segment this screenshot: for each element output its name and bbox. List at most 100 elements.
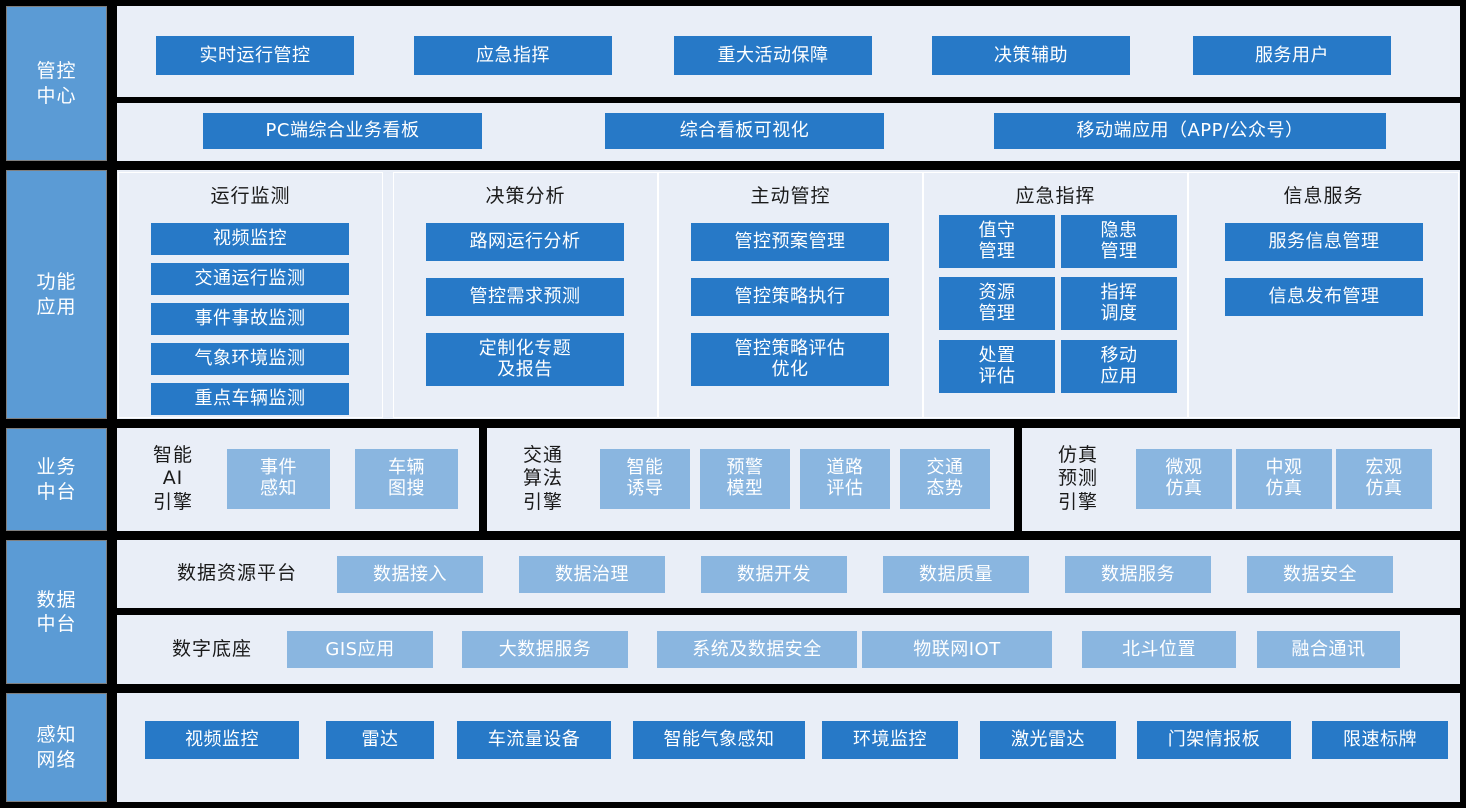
chip-control-center-r2-2[interactable]: 移动端应用（APP/公众号） xyxy=(994,113,1386,149)
chip-emg-cmd-3[interactable]: 指挥 调度 xyxy=(1061,277,1177,330)
chip-data-resource-2[interactable]: 数据开发 xyxy=(701,556,847,593)
chip-simulation-0[interactable]: 微观 仿真 xyxy=(1136,449,1232,509)
chip-dec-ana-1[interactable]: 管控需求预测 xyxy=(426,278,624,316)
chip-emg-cmd-2[interactable]: 资源 管理 xyxy=(939,277,1055,330)
chip-label: 气象环境监测 xyxy=(194,348,306,370)
chip-label: 中观 仿真 xyxy=(1265,457,1303,499)
chip-perception-1[interactable]: 雷达 xyxy=(326,721,434,759)
rail-label: 管控 中心 xyxy=(36,60,77,107)
chip-digital-base-5[interactable]: 融合通讯 xyxy=(1257,631,1400,668)
digital-base-panel: 数字底座 GIS应用 大数据服务 系统及数据安全 物联网IOT 北斗位置 融合通… xyxy=(117,615,1460,684)
rail-label: 功能 应用 xyxy=(36,271,77,318)
chip-label: 管控预案管理 xyxy=(734,231,846,253)
chip-label: 决策辅助 xyxy=(994,44,1068,66)
chip-data-resource-5[interactable]: 数据安全 xyxy=(1247,556,1393,593)
chip-label: GIS应用 xyxy=(325,638,395,660)
chip-control-center-r1-4[interactable]: 服务用户 xyxy=(1193,36,1391,75)
chip-digital-base-4[interactable]: 北斗位置 xyxy=(1082,631,1236,668)
chip-label: 管控需求预测 xyxy=(469,286,581,308)
chip-op-mon-0[interactable]: 视频监控 xyxy=(151,223,349,255)
chip-act-ctl-1[interactable]: 管控策略执行 xyxy=(691,278,889,316)
chip-control-center-r1-0[interactable]: 实时运行管控 xyxy=(156,36,354,75)
chip-simulation-2[interactable]: 宏观 仿真 xyxy=(1336,449,1432,509)
chip-data-resource-3[interactable]: 数据质量 xyxy=(883,556,1029,593)
chip-traffic-alg-1[interactable]: 预警 模型 xyxy=(700,449,790,509)
rail-label: 业务 中台 xyxy=(36,456,77,503)
chip-op-mon-2[interactable]: 事件事故监测 xyxy=(151,303,349,335)
chip-digital-base-2[interactable]: 系统及数据安全 xyxy=(657,631,857,668)
chip-emg-cmd-5[interactable]: 移动 应用 xyxy=(1061,340,1177,393)
chip-info-svc-0[interactable]: 服务信息管理 xyxy=(1225,223,1423,261)
chip-label: PC端综合业务看板 xyxy=(265,120,420,142)
chip-control-center-r1-2[interactable]: 重大活动保障 xyxy=(674,36,872,75)
chip-data-resource-4[interactable]: 数据服务 xyxy=(1065,556,1211,593)
chip-digital-base-3[interactable]: 物联网IOT xyxy=(862,631,1052,668)
chip-perception-0[interactable]: 视频监控 xyxy=(145,721,299,759)
chip-label: 视频监控 xyxy=(213,228,287,250)
chip-control-center-r2-0[interactable]: PC端综合业务看板 xyxy=(203,113,482,149)
column-title: 决策分析 xyxy=(485,185,566,207)
data-resource-platform-label: 数据资源平台 xyxy=(176,562,297,585)
chip-label: 管控策略执行 xyxy=(734,286,846,308)
rail-control-center[interactable]: 管控 中心 xyxy=(6,6,107,161)
chip-control-center-r1-3[interactable]: 决策辅助 xyxy=(932,36,1130,75)
chip-op-mon-3[interactable]: 气象环境监测 xyxy=(151,343,349,375)
chip-op-mon-1[interactable]: 交通运行监测 xyxy=(151,263,349,295)
chip-label: 移动端应用（APP/公众号） xyxy=(1076,120,1304,142)
chip-op-mon-4[interactable]: 重点车辆监测 xyxy=(151,383,349,415)
functional-column-information-service: 信息服务 服务信息管理 信息发布管理 xyxy=(1188,172,1459,418)
perception-network-panel: 视频监控 雷达 车流量设备 智能气象感知 环境监控 激光雷达 门架情报板 限速标… xyxy=(117,693,1460,802)
chip-digital-base-0[interactable]: GIS应用 xyxy=(287,631,433,668)
chip-label: 数据质量 xyxy=(919,563,993,585)
rail-functional-apps[interactable]: 功能 应用 xyxy=(6,170,107,419)
chip-digital-base-1[interactable]: 大数据服务 xyxy=(462,631,628,668)
chip-data-resource-0[interactable]: 数据接入 xyxy=(337,556,483,593)
chip-label: 路网运行分析 xyxy=(469,231,581,253)
rail-business-platform[interactable]: 业务 中台 xyxy=(6,428,107,531)
chip-emg-cmd-4[interactable]: 处置 评估 xyxy=(939,340,1055,393)
chip-label: 值守 管理 xyxy=(978,219,1016,262)
chip-label: 数据治理 xyxy=(555,563,629,585)
rail-data-platform[interactable]: 数据 中台 xyxy=(6,540,107,684)
chip-traffic-alg-2[interactable]: 道路 评估 xyxy=(800,449,890,509)
chip-ai-engine-1[interactable]: 车辆 图搜 xyxy=(355,449,458,509)
chip-label: 资源 管理 xyxy=(978,281,1016,324)
chip-perception-4[interactable]: 环境监控 xyxy=(822,721,958,759)
chip-perception-2[interactable]: 车流量设备 xyxy=(457,721,611,759)
chip-data-resource-1[interactable]: 数据治理 xyxy=(519,556,665,593)
chip-act-ctl-2[interactable]: 管控策略评估 优化 xyxy=(691,333,889,386)
chip-info-svc-1[interactable]: 信息发布管理 xyxy=(1225,278,1423,316)
chip-label: 综合看板可视化 xyxy=(679,120,810,142)
business-group-simulation-panel: 仿真 预测 引擎 微观 仿真 中观 仿真 宏观 仿真 xyxy=(1022,428,1460,531)
chip-label: 事件 感知 xyxy=(260,457,297,499)
simulation-engine-label: 仿真 预测 引擎 xyxy=(1057,444,1098,513)
chip-traffic-alg-0[interactable]: 智能 诱导 xyxy=(600,449,690,509)
chip-traffic-alg-3[interactable]: 交通 态势 xyxy=(900,449,990,509)
chip-label: 门架情报板 xyxy=(1167,729,1261,751)
chip-label: 事件事故监测 xyxy=(194,308,306,330)
chip-perception-6[interactable]: 门架情报板 xyxy=(1137,721,1291,759)
business-group-traffic-algorithm-panel: 交通 算法 引擎 智能 诱导 预警 模型 道路 评估 交通 态势 xyxy=(487,428,1014,531)
traffic-algorithm-label: 交通 算法 引擎 xyxy=(522,444,563,513)
rail-perception-network[interactable]: 感知 网络 xyxy=(6,693,107,802)
chip-label: 服务信息管理 xyxy=(1268,231,1380,253)
control-center-row1-panel: 实时运行管控 应急指挥 重大活动保障 决策辅助 服务用户 xyxy=(117,6,1460,97)
chip-act-ctl-0[interactable]: 管控预案管理 xyxy=(691,223,889,261)
chip-perception-5[interactable]: 激光雷达 xyxy=(980,721,1116,759)
chip-perception-7[interactable]: 限速标牌 xyxy=(1312,721,1448,759)
chip-control-center-r1-1[interactable]: 应急指挥 xyxy=(414,36,612,75)
chip-label: 车流量设备 xyxy=(487,729,581,751)
chip-label: 隐患 管理 xyxy=(1100,219,1138,262)
chip-simulation-1[interactable]: 中观 仿真 xyxy=(1236,449,1332,509)
chip-label: 车辆 图搜 xyxy=(388,457,425,499)
chip-perception-3[interactable]: 智能气象感知 xyxy=(633,721,805,759)
functional-apps-panel: 运行监测 视频监控 交通运行监测 事件事故监测 气象环境监测 重点车辆监测 决策… xyxy=(117,170,1460,419)
chip-emg-cmd-1[interactable]: 隐患 管理 xyxy=(1061,215,1177,268)
chip-control-center-r2-1[interactable]: 综合看板可视化 xyxy=(605,113,884,149)
chip-dec-ana-2[interactable]: 定制化专题 及报告 xyxy=(426,333,624,386)
chip-emg-cmd-0[interactable]: 值守 管理 xyxy=(939,215,1055,268)
chip-label: 处置 评估 xyxy=(978,344,1016,387)
chip-ai-engine-0[interactable]: 事件 感知 xyxy=(227,449,330,509)
chip-dec-ana-0[interactable]: 路网运行分析 xyxy=(426,223,624,261)
rail-label: 感知 网络 xyxy=(36,724,77,771)
